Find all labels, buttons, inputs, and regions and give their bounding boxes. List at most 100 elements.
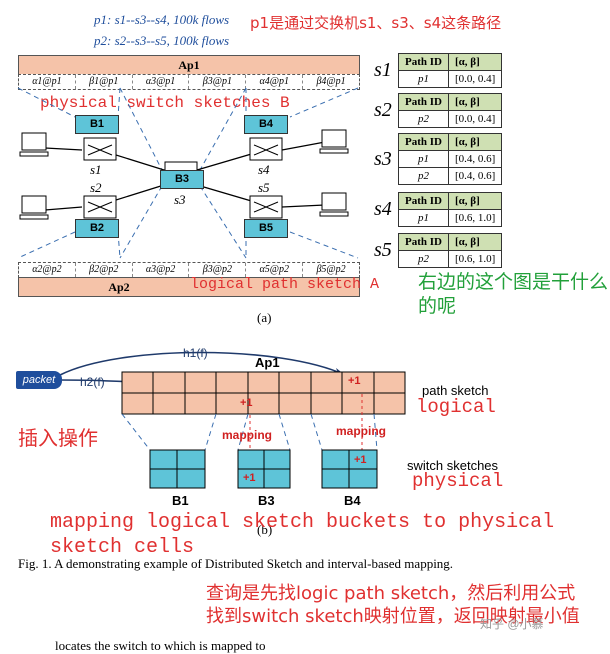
sketch-cell: β3@p1 bbox=[189, 75, 247, 89]
table-switch-label: s3 bbox=[374, 147, 392, 170]
switch-name-s4: s4 bbox=[258, 162, 270, 177]
table-header: [α, β] bbox=[447, 92, 503, 111]
plus-one-b4: +1 bbox=[354, 454, 367, 466]
body-text-line: locates the switch to which is mapped to bbox=[55, 638, 266, 653]
sketch-cell: β5@p2 bbox=[316, 264, 346, 275]
physical-annotation: physical bbox=[412, 470, 504, 492]
switch-sketch-b2: B2 bbox=[75, 219, 119, 238]
table-cell: [0.0, 0.4] bbox=[447, 109, 503, 128]
host-icon bbox=[19, 132, 49, 157]
network-topology-diagram bbox=[17, 87, 359, 259]
switch-name-s5: s5 bbox=[258, 180, 270, 195]
host-icons bbox=[19, 129, 349, 220]
table-cell: p2 bbox=[398, 167, 449, 185]
logical-annotation: logical bbox=[416, 396, 496, 418]
table-switch-label: s1 bbox=[374, 58, 392, 81]
h1-arrow bbox=[59, 351, 346, 376]
switch-name-s3: s3 bbox=[174, 192, 186, 207]
path-table-s4: Path ID[α, β] p1[0.6, 1.0] bbox=[398, 191, 503, 227]
sketch-cell: β3@p2 bbox=[189, 263, 247, 277]
right-question-annotation: 右边的这个图是干什么的呢 bbox=[418, 271, 609, 317]
insert-diagram bbox=[59, 351, 406, 489]
table-switch-label: s5 bbox=[374, 238, 392, 261]
h1-label: h1(f) bbox=[183, 346, 208, 360]
table-header: [α, β] bbox=[447, 191, 503, 210]
table-cell: p1 bbox=[398, 208, 449, 227]
table-switch-label: s2 bbox=[374, 98, 392, 121]
host-icon bbox=[319, 192, 349, 217]
path-table-s5: Path ID[α, β] p2[0.6, 1.0] bbox=[398, 232, 503, 268]
table-header: [α, β] bbox=[447, 52, 503, 71]
switch-name-s1: s1 bbox=[90, 162, 102, 177]
flow-line-1: p1: s1--s3--s4, 100k flows bbox=[94, 12, 230, 27]
path-sketch-text: path sketch bbox=[422, 383, 489, 398]
path-sketch-title: Ap1 bbox=[255, 355, 280, 370]
switch-s4-icon bbox=[249, 137, 283, 161]
table-cell: p1 bbox=[398, 150, 449, 168]
insert-op-annotation: 插入操作 bbox=[18, 426, 98, 450]
table-header: Path ID bbox=[398, 133, 449, 151]
table-header: Path ID bbox=[398, 232, 449, 251]
bucket-label-b4: B4 bbox=[344, 493, 361, 508]
table-header: [α, β] bbox=[447, 133, 503, 151]
query-annotation: 查询是先找logic path sketch，然后利用公式找到switch sk… bbox=[206, 583, 580, 627]
table-header: [α, β] bbox=[447, 232, 503, 251]
switch-sketch-b3: B3 bbox=[160, 170, 204, 189]
sketch-cell: β2@p2 bbox=[76, 263, 133, 277]
switch-icons bbox=[83, 137, 283, 219]
bottom-path-sketch: Ap2 bbox=[18, 277, 360, 297]
sketch-cell: α3@p1 bbox=[133, 75, 190, 89]
table-header: Path ID bbox=[398, 52, 449, 71]
plus-one-top: +1 bbox=[348, 375, 361, 387]
table-switch-label: s4 bbox=[374, 197, 392, 220]
table-cell: [0.4, 0.6] bbox=[447, 150, 503, 168]
switch-sketches-text: switch sketches bbox=[407, 458, 499, 473]
path-table-s1: Path ID[α, β] p1[0.0, 0.4] bbox=[398, 52, 503, 88]
sketch-cell: α1@p1 bbox=[19, 75, 76, 89]
projection-lines bbox=[121, 413, 378, 451]
sketch-cell: α2@p2 bbox=[19, 263, 76, 277]
sketch-cell: α4@p1 bbox=[246, 75, 304, 89]
plus-one-left: +1 bbox=[240, 397, 253, 409]
switch-grids bbox=[149, 449, 378, 489]
switch-sketch-b5: B5 bbox=[244, 219, 288, 238]
panel-label-b: (b) bbox=[257, 522, 273, 537]
bottom-sketch-label: Ap2 bbox=[108, 280, 130, 294]
mapping-annotation: mapping logical sketch buckets to physic… bbox=[50, 511, 555, 559]
sketch-cell: α5@p2 bbox=[246, 263, 304, 277]
mapping-label-right: mapping bbox=[336, 424, 386, 438]
table-cell: p2 bbox=[398, 109, 449, 128]
sketch-cell: β4@p1 bbox=[316, 76, 346, 87]
watermark: 知乎 @小慕 bbox=[480, 617, 544, 631]
table-cell: [0.0, 0.4] bbox=[447, 69, 503, 88]
mapping-label-left: mapping bbox=[222, 428, 272, 442]
switch-name-s2: s2 bbox=[90, 180, 102, 195]
h2-label: h2(f) bbox=[80, 375, 105, 389]
logical-path-sketch-annotation: logical path sketch A bbox=[190, 276, 380, 293]
path-note-annotation: p1是通过交换机s1、s3、s4这条路径 bbox=[250, 14, 502, 32]
plus-one-b3: +1 bbox=[243, 472, 256, 484]
table-header: Path ID bbox=[398, 191, 449, 210]
table-cell: [0.6, 1.0] bbox=[447, 208, 503, 227]
switch-s5-icon bbox=[249, 195, 283, 219]
panel-label-a: (a) bbox=[257, 310, 272, 325]
table-cell: p1 bbox=[398, 69, 449, 88]
bucket-label-b3: B3 bbox=[258, 493, 275, 508]
host-icon bbox=[319, 129, 349, 154]
switch-sketch-b1: B1 bbox=[75, 115, 119, 134]
table-cell: p2 bbox=[398, 249, 449, 268]
table-header: Path ID bbox=[398, 92, 449, 111]
packet-box: packet bbox=[16, 371, 62, 389]
bucket-label-b1: B1 bbox=[172, 493, 189, 508]
sketch-cell: α3@p2 bbox=[133, 263, 190, 277]
path-table-s2: Path ID[α, β] p2[0.0, 0.4] bbox=[398, 92, 503, 128]
figure-caption: Fig. 1. A demonstrating example of Distr… bbox=[18, 556, 454, 571]
table-cell: [0.6, 1.0] bbox=[447, 249, 503, 268]
switch-s2-icon bbox=[83, 195, 117, 219]
top-sketch-cells: α1@p1 β1@p1 α3@p1 β3@p1 α4@p1 β4@p1 bbox=[18, 74, 360, 90]
path-sketch-grid bbox=[121, 371, 406, 415]
switch-sketch-b4: B4 bbox=[244, 115, 288, 134]
table-cell: [0.4, 0.6] bbox=[447, 167, 503, 185]
path-tables: s1 Path ID[α, β] p1[0.0, 0.4] s2 Path ID… bbox=[374, 50, 503, 270]
physical-switch-sketches-annotation: physical switch sketches B bbox=[40, 94, 290, 112]
